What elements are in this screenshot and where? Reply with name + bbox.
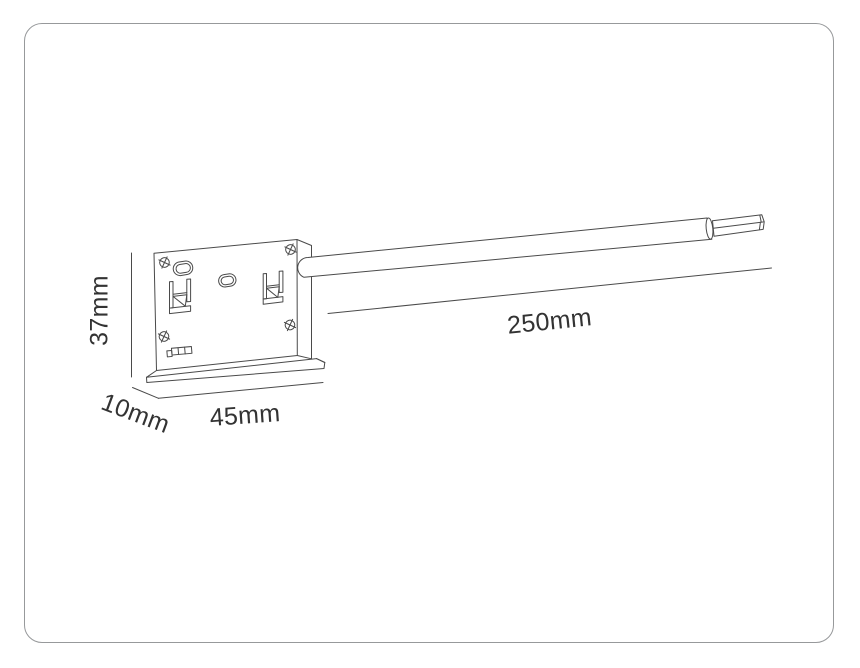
hook-clamp-left (169, 278, 192, 315)
side-face (296, 239, 312, 360)
dimension-label-cable-length: 250mm (506, 303, 593, 339)
oval-slot-left (172, 260, 194, 277)
image-rounded-border (24, 23, 834, 643)
screw-mid-right (283, 318, 297, 332)
front-face (153, 239, 298, 371)
screw-bottom-left (157, 330, 171, 343)
dimension-lines (131, 252, 772, 399)
screw-top-right (284, 243, 297, 256)
cable-sheath (297, 217, 713, 278)
stripped-wire-ends (712, 214, 765, 237)
screw-top-left (158, 256, 171, 269)
dimension-label-height: 37mm (86, 275, 114, 346)
dimension-line-depth (132, 387, 159, 399)
hook-clamp-right (262, 270, 284, 305)
dimension-label-width: 45mm (209, 399, 281, 432)
dimension-line-width (158, 382, 324, 399)
dimension-label-depth: 10mm (97, 388, 173, 439)
oval-slot-center (218, 273, 237, 288)
dimension-line-cable (327, 267, 772, 314)
base-plate (146, 358, 326, 383)
cable-drawing (297, 214, 765, 278)
side-face-bottom-edge (296, 355, 312, 360)
connector-body-drawing (146, 239, 326, 383)
slide-switch (166, 346, 193, 358)
